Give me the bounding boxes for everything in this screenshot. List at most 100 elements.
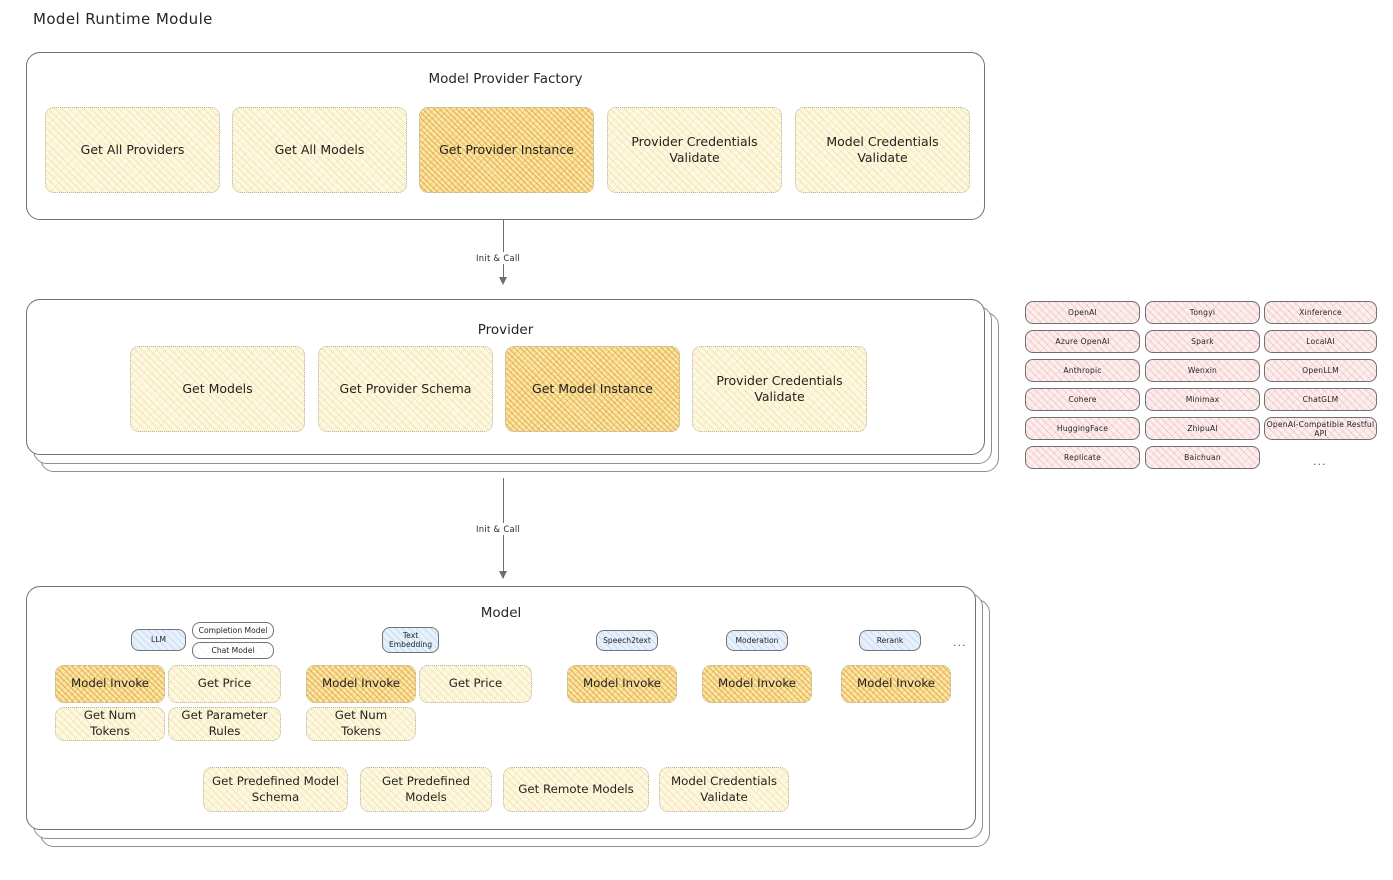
provider-chip-cohere[interactable]: Cohere xyxy=(1025,388,1140,411)
model-provider-factory-title: Model Provider Factory xyxy=(428,71,583,87)
provider-chip-anthropic[interactable]: Anthropic xyxy=(1025,359,1140,382)
llm-box-get-parameter-rules[interactable]: Get Parameter Rules xyxy=(168,707,281,741)
factory-box-model-credentials-validate[interactable]: Model Credentials Validate xyxy=(795,107,970,193)
fbox-label: Model Invoke xyxy=(857,676,935,691)
provider-box-label: Get Model Instance xyxy=(532,380,653,396)
factory-box-get-provider-instance[interactable]: Get Provider Instance xyxy=(419,107,594,193)
embedding-box-get-num-tokens[interactable]: Get Num Tokens xyxy=(306,707,416,741)
fbox-label: Get Predefined Models xyxy=(382,773,470,804)
provider-chip-openai[interactable]: OpenAI xyxy=(1025,301,1140,324)
model-type-badge-text-embedding[interactable]: Text Embedding xyxy=(382,627,439,653)
fbox-label: Get Price xyxy=(197,676,252,691)
provider-box-label: Get Models xyxy=(182,380,253,396)
fbox-label: Get Parameter Rules xyxy=(181,708,268,738)
fbox-label: Get Price xyxy=(448,676,503,691)
provider-chip-baichuan[interactable]: Baichuan xyxy=(1145,446,1260,469)
provider-chip-label: Xinference xyxy=(1299,308,1342,317)
model-provider-factory-card: Model Provider Factory Get All Providers… xyxy=(26,52,985,220)
fbox-label: Model Invoke xyxy=(71,676,149,691)
provider-chip-label: OpenAI-Compatible Restful API xyxy=(1266,419,1375,438)
provider-chip-label: HuggingFace xyxy=(1056,424,1109,433)
fbox-label: Model Invoke xyxy=(718,676,796,691)
moderation-box-model-invoke[interactable]: Model Invoke xyxy=(702,665,812,703)
factory-box-label: Provider Credentials Validate xyxy=(631,133,758,166)
provider-chip-chatglm[interactable]: ChatGLM xyxy=(1264,388,1377,411)
provider-card: Provider Get Models Get Provider Schema … xyxy=(26,299,985,455)
model-card: Model LLM Completion Model Chat Model Te… xyxy=(26,586,976,830)
common-box-get-predefined-model-schema[interactable]: Get Predefined Model Schema xyxy=(203,767,348,812)
provider-box-label: Provider Credentials Validate xyxy=(716,372,843,405)
model-type-badge-speech2text[interactable]: Speech2text xyxy=(596,630,658,651)
arrow-provider-to-model-label: Init & Call xyxy=(472,523,525,535)
provider-chip-label: Baichuan xyxy=(1184,453,1221,462)
model-types-more-indicator: ... xyxy=(953,636,967,649)
provider-chip-replicate[interactable]: Replicate xyxy=(1025,446,1140,469)
provider-box-provider-credentials-validate[interactable]: Provider Credentials Validate xyxy=(692,346,867,432)
provider-chip-label: ChatGLM xyxy=(1302,395,1339,404)
factory-box-label: Model Credentials Validate xyxy=(826,133,939,166)
provider-chip-label: Cohere xyxy=(1068,395,1097,404)
llm-box-model-invoke[interactable]: Model Invoke xyxy=(55,665,165,703)
provider-chip-openai-compatible-restful-api[interactable]: OpenAI-Compatible Restful API xyxy=(1264,417,1377,440)
provider-chip-xinference[interactable]: Xinference xyxy=(1264,301,1377,324)
embedding-box-get-price[interactable]: Get Price xyxy=(419,665,532,703)
model-type-badge-moderation[interactable]: Moderation xyxy=(726,630,788,651)
provider-box-label: Get Provider Schema xyxy=(339,380,472,396)
provider-chip-openllm[interactable]: OpenLLM xyxy=(1264,359,1377,382)
llm-box-get-price[interactable]: Get Price xyxy=(168,665,281,703)
factory-box-label: Get All Providers xyxy=(80,141,185,157)
fbox-label: Get Remote Models xyxy=(518,781,634,796)
fbox-label: Model Credentials Validate xyxy=(670,773,778,804)
factory-box-get-all-providers[interactable]: Get All Providers xyxy=(45,107,220,193)
common-box-model-credentials-validate[interactable]: Model Credentials Validate xyxy=(659,767,789,812)
factory-box-provider-credentials-validate[interactable]: Provider Credentials Validate xyxy=(607,107,782,193)
fbox-label: Get Predefined Model Schema xyxy=(211,773,340,804)
model-type-sub-badge-chat-model[interactable]: Chat Model xyxy=(192,642,274,659)
speech2text-box-model-invoke[interactable]: Model Invoke xyxy=(567,665,677,703)
rerank-box-model-invoke[interactable]: Model Invoke xyxy=(841,665,951,703)
embedding-box-model-invoke[interactable]: Model Invoke xyxy=(306,665,416,703)
llm-box-get-num-tokens[interactable]: Get Num Tokens xyxy=(55,707,165,741)
provider-chip-label: ZhipuAI xyxy=(1187,424,1218,433)
model-type-label: Rerank xyxy=(876,635,904,645)
fbox-label: Model Invoke xyxy=(583,676,661,691)
model-type-sub-badge-completion-model[interactable]: Completion Model xyxy=(192,622,274,639)
model-type-label: LLM xyxy=(150,635,166,645)
model-type-label: Text Embedding xyxy=(388,630,433,649)
provider-list-more-indicator: ... xyxy=(1313,455,1327,468)
provider-chip-tongyi[interactable]: Tongyi xyxy=(1145,301,1260,324)
provider-chip-localai[interactable]: LocalAI xyxy=(1264,330,1377,353)
provider-chip-zhipuai[interactable]: ZhipuAI xyxy=(1145,417,1260,440)
provider-chip-azure-openai[interactable]: Azure OpenAI xyxy=(1025,330,1140,353)
provider-chip-label: Azure OpenAI xyxy=(1055,337,1110,346)
provider-chip-label: Spark xyxy=(1191,337,1214,346)
model-type-sub-label: Completion Model xyxy=(198,625,268,635)
common-box-get-predefined-models[interactable]: Get Predefined Models xyxy=(360,767,492,812)
provider-chip-label: Minimax xyxy=(1185,395,1220,404)
provider-box-get-provider-schema[interactable]: Get Provider Schema xyxy=(318,346,493,432)
provider-box-get-models[interactable]: Get Models xyxy=(130,346,305,432)
provider-chip-label: LocalAI xyxy=(1306,337,1335,346)
model-type-badge-rerank[interactable]: Rerank xyxy=(859,630,921,651)
provider-chip-label: Replicate xyxy=(1064,453,1101,462)
model-type-badge-llm[interactable]: LLM xyxy=(131,629,186,651)
provider-box-get-model-instance[interactable]: Get Model Instance xyxy=(505,346,680,432)
page-title: Model Runtime Module xyxy=(33,10,213,28)
fbox-label: Model Invoke xyxy=(322,676,400,691)
model-type-sub-label: Chat Model xyxy=(211,645,255,655)
provider-chip-spark[interactable]: Spark xyxy=(1145,330,1260,353)
arrow-factory-to-provider-line xyxy=(503,220,505,283)
provider-chip-label: OpenLLM xyxy=(1302,366,1339,375)
model-type-label: Speech2text xyxy=(603,635,651,645)
provider-chip-huggingface[interactable]: HuggingFace xyxy=(1025,417,1140,440)
fbox-label: Get Num Tokens xyxy=(334,708,388,738)
provider-chip-label: Anthropic xyxy=(1063,366,1102,375)
provider-chip-minimax[interactable]: Minimax xyxy=(1145,388,1260,411)
common-box-get-remote-models[interactable]: Get Remote Models xyxy=(503,767,649,812)
provider-title: Provider xyxy=(477,322,534,338)
provider-chip-wenxin[interactable]: Wenxin xyxy=(1145,359,1260,382)
factory-box-get-all-models[interactable]: Get All Models xyxy=(232,107,407,193)
model-type-label: Moderation xyxy=(735,635,779,645)
provider-chip-label: Wenxin xyxy=(1187,366,1218,375)
provider-chip-label: Tongyi xyxy=(1189,308,1216,317)
